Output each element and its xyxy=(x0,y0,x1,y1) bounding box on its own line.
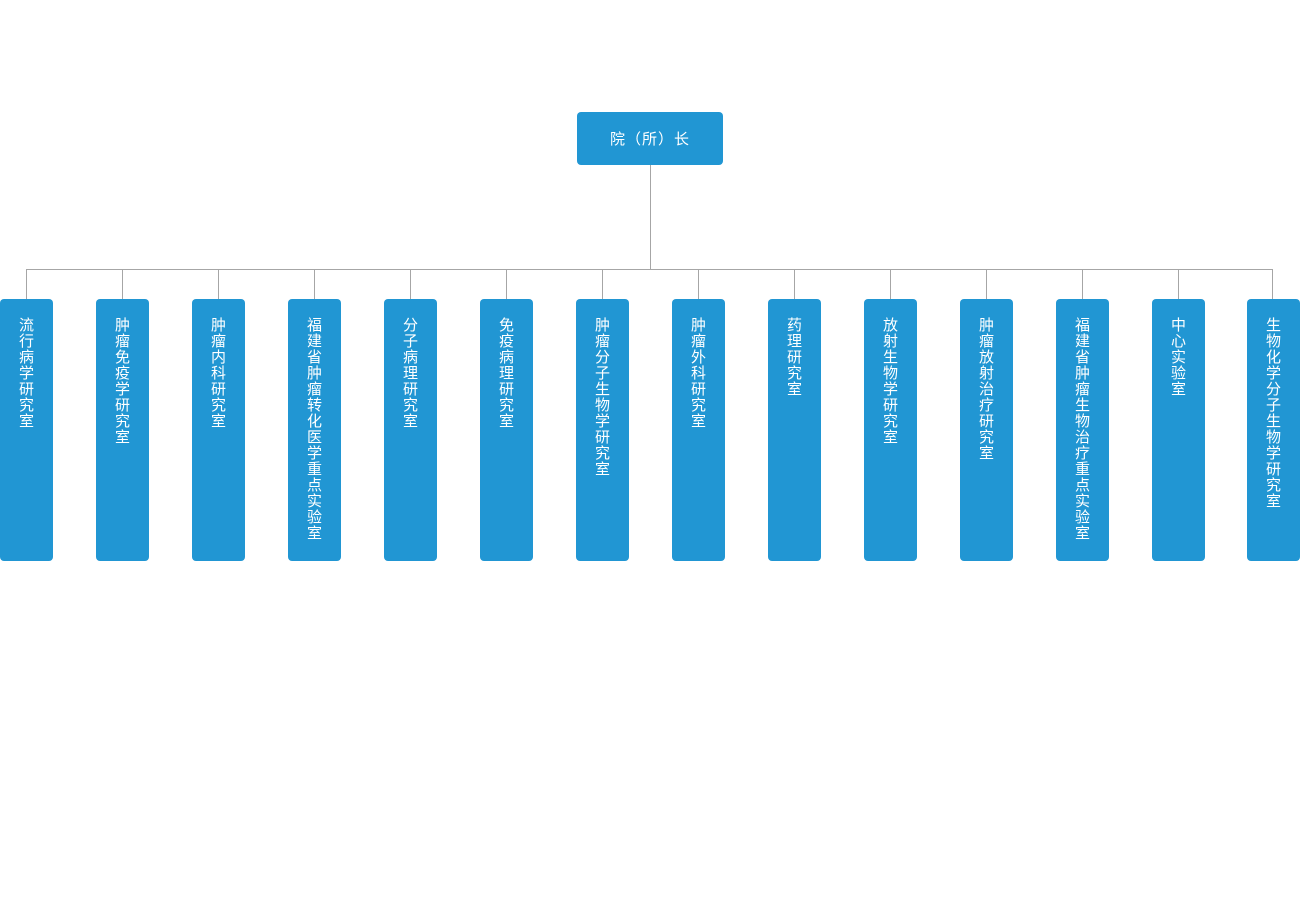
drop-connector xyxy=(1082,269,1083,299)
root-connector xyxy=(650,165,651,269)
dept-label: 肿瘤分子生物学研究室 xyxy=(594,316,610,478)
dept-node-biochemistry: 生物化学分子生物学研究室 xyxy=(1247,299,1300,561)
dept-node-medical-oncology: 肿瘤内科研究室 xyxy=(192,299,245,561)
dept-node-tumor-molecular-biology: 肿瘤分子生物学研究室 xyxy=(576,299,629,561)
drop-connector xyxy=(410,269,411,299)
dept-label: 肿瘤内科研究室 xyxy=(210,316,226,430)
dept-label: 肿瘤放射治疗研究室 xyxy=(978,316,994,462)
drop-connector xyxy=(218,269,219,299)
dept-node-radiotherapy: 肿瘤放射治疗研究室 xyxy=(960,299,1013,561)
dept-label: 中心实验室 xyxy=(1170,316,1186,398)
drop-connector xyxy=(602,269,603,299)
drop-connector xyxy=(122,269,123,299)
drop-connector xyxy=(1178,269,1179,299)
dept-node-biotherapy-lab: 福建省肿瘤生物治疗重点实验室 xyxy=(1056,299,1109,561)
drop-connector xyxy=(1272,269,1273,299)
drop-connector xyxy=(506,269,507,299)
dept-node-central-lab: 中心实验室 xyxy=(1152,299,1205,561)
dept-node-tumor-immunology: 肿瘤免疫学研究室 xyxy=(96,299,149,561)
root-label: 院（所）长 xyxy=(609,130,690,148)
dept-label: 肿瘤免疫学研究室 xyxy=(114,316,130,446)
dept-label: 分子病理研究室 xyxy=(402,316,418,430)
bus-connector xyxy=(26,269,1273,270)
dept-label: 福建省肿瘤转化医学重点实验室 xyxy=(306,316,322,542)
root-node: 院（所）长 xyxy=(577,112,723,165)
dept-node-molecular-pathology: 分子病理研究室 xyxy=(384,299,437,561)
dept-node-immunopathology: 免疫病理研究室 xyxy=(480,299,533,561)
dept-label: 免疫病理研究室 xyxy=(498,316,514,430)
dept-label: 药理研究室 xyxy=(786,316,802,398)
dept-label: 福建省肿瘤生物治疗重点实验室 xyxy=(1074,316,1090,542)
drop-connector xyxy=(314,269,315,299)
dept-label: 肿瘤外科研究室 xyxy=(690,316,706,430)
drop-connector xyxy=(794,269,795,299)
drop-connector xyxy=(698,269,699,299)
dept-node-surgical-oncology: 肿瘤外科研究室 xyxy=(672,299,725,561)
dept-label: 放射生物学研究室 xyxy=(882,316,898,446)
drop-connector xyxy=(26,269,27,299)
dept-label: 生物化学分子生物学研究室 xyxy=(1265,316,1281,510)
dept-node-translational-lab: 福建省肿瘤转化医学重点实验室 xyxy=(288,299,341,561)
dept-label: 流行病学研究室 xyxy=(18,316,34,430)
dept-node-radiobiology: 放射生物学研究室 xyxy=(864,299,917,561)
dept-node-pharmacology: 药理研究室 xyxy=(768,299,821,561)
dept-node-epidemiology: 流行病学研究室 xyxy=(0,299,53,561)
drop-connector xyxy=(986,269,987,299)
drop-connector xyxy=(890,269,891,299)
